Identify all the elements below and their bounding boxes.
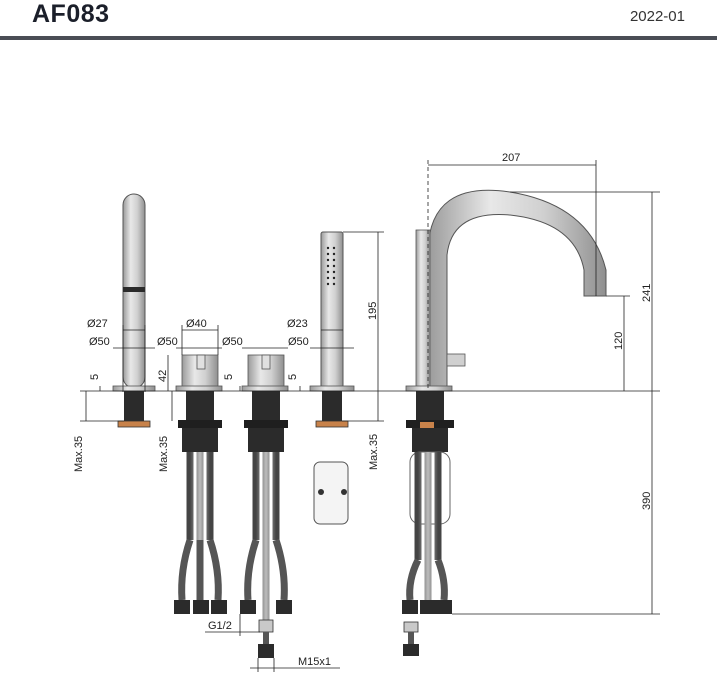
label-h120: 120	[613, 332, 625, 350]
label-h42: 42	[157, 370, 169, 382]
label-d40: Ø40	[186, 318, 207, 330]
label-d50-mixer2: Ø50	[222, 336, 243, 348]
label-max35-spout: Max.35	[73, 436, 85, 472]
revision-date: 2022-01	[629, 8, 685, 25]
label-d23: Ø23	[287, 318, 308, 330]
header-rule	[0, 36, 717, 40]
label-w207: 207	[502, 152, 520, 164]
product-code: AF083	[32, 0, 110, 28]
dimension-lines	[80, 160, 660, 672]
label-max35-shower: Max.35	[368, 434, 380, 470]
main-faucet-part	[402, 189, 607, 656]
hand-shower-part	[309, 231, 355, 525]
header: AF083 2022-01	[0, 0, 717, 40]
label-h195: 195	[367, 302, 379, 320]
label-d50-shower: Ø50	[288, 336, 309, 348]
label-g12: G1/2	[208, 620, 232, 632]
label-d50-mixer1: Ø50	[157, 336, 178, 348]
label-d50-spout: Ø50	[89, 336, 110, 348]
label-h5-mixer: 5	[223, 374, 235, 380]
label-h390: 390	[641, 492, 653, 510]
mixer-right-part	[240, 354, 292, 658]
label-d27: Ø27	[87, 318, 108, 330]
label-h5-spout: 5	[89, 374, 101, 380]
label-h241: 241	[641, 284, 653, 302]
spout-part	[112, 193, 156, 428]
label-m15: M15x1	[298, 656, 331, 668]
mixer-left-part	[174, 354, 227, 614]
label-max35-mixer: Max.35	[158, 436, 170, 472]
label-h5-shower: 5	[287, 374, 299, 380]
